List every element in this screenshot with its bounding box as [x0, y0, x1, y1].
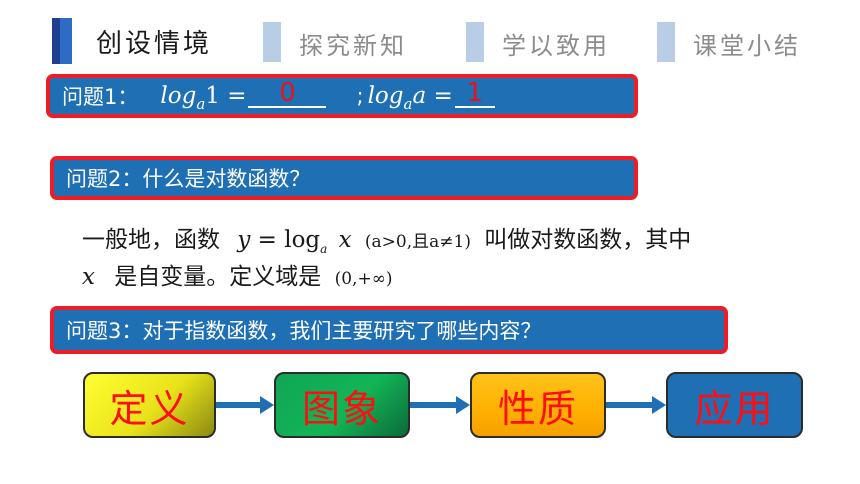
answer-1: 0 — [279, 78, 296, 108]
expr-2: a = — [412, 83, 453, 109]
answer-blank-2: 1 — [454, 78, 495, 108]
tab-label: 创设情境 — [96, 29, 213, 59]
question-2-label: 问题2：什么是对数函数？ — [66, 167, 311, 191]
tab-label: 学以致用 — [502, 32, 610, 60]
flow-application[interactable]: 应用 — [666, 372, 803, 438]
question-1-label: 问题1： — [62, 85, 139, 109]
question-1-banner: 问题1： loga1 = 0 ; logaa = 1 — [46, 74, 638, 118]
tab-label: 探究新知 — [299, 32, 407, 60]
log-base: a — [196, 95, 206, 113]
flow-graph[interactable]: 图象 — [274, 372, 410, 438]
question-3-label: 问题3：对于指数函数，我们主要研究了哪些内容？ — [66, 319, 542, 343]
separator: ; — [356, 84, 364, 108]
tab-label: 课堂小结 — [693, 32, 801, 60]
flow-properties[interactable]: 性质 — [470, 372, 606, 438]
flow-definition[interactable]: 定义 — [83, 372, 216, 438]
definition-domain: (0,+∞) — [334, 269, 393, 289]
flow-arrow-3 — [606, 394, 666, 416]
log-symbol: log — [160, 83, 197, 109]
question-2-banner: 问题2：什么是对数函数？ — [50, 156, 638, 200]
tab-marker — [657, 22, 675, 62]
func-x: x — [338, 227, 352, 253]
tab-marker — [263, 22, 281, 62]
func-base: a — [320, 242, 328, 256]
log-base: a — [403, 95, 413, 113]
flow-arrow-1 — [216, 394, 274, 416]
func-condition: (a>0,且a≠1) — [364, 232, 471, 252]
flow-arrow-2 — [410, 394, 470, 416]
definition-line-1: 一般地，函数 y = loga x (a>0,且a≠1) 叫做对数函数，其中 — [82, 220, 692, 256]
expr-1: 1 = — [205, 83, 247, 109]
tab-marker — [466, 22, 484, 62]
var-x: x — [82, 264, 95, 290]
tab-marker-highlight — [60, 18, 72, 64]
answer-blank-1: 0 — [248, 78, 327, 108]
definition-line-2: x 是自变量。定义域是 (0,+∞) — [82, 257, 393, 291]
log-symbol: log — [367, 83, 404, 109]
definition-domain-text: 是自变量。定义域是 — [114, 264, 322, 290]
question-3-banner: 问题3：对于指数函数，我们主要研究了哪些内容？ — [50, 306, 728, 354]
func-eq: = log — [257, 227, 321, 253]
log-expression-2: logaa = — [367, 83, 453, 113]
func-y: y — [237, 227, 251, 253]
definition-suffix: 叫做对数函数，其中 — [484, 227, 692, 253]
answer-2: 1 — [466, 78, 484, 108]
definition-prefix: 一般地，函数 — [82, 227, 220, 253]
log-expression-1: loga1 = — [160, 83, 247, 113]
